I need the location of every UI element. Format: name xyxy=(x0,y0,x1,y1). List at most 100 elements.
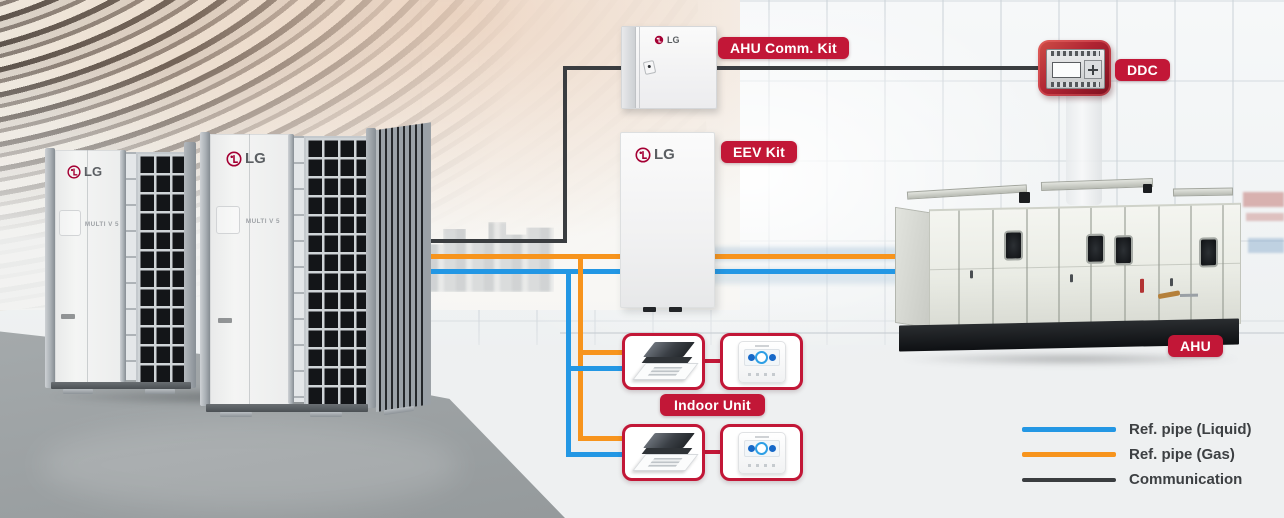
door-lock xyxy=(642,59,657,76)
lg-symbol-icon xyxy=(654,35,664,45)
communication-line-swatch xyxy=(1022,477,1116,482)
controller-dial xyxy=(755,350,768,364)
liquid-pipe-branch-1 xyxy=(566,366,624,371)
outdoor-unit-2: LG MULTI V 5 xyxy=(200,122,431,417)
wall-controller-icon xyxy=(737,340,786,383)
gas-pipe-branch-1 xyxy=(578,350,624,355)
outdoor-unit-panel xyxy=(210,134,290,406)
outdoor-unit-foot xyxy=(63,389,93,394)
controller-keys xyxy=(747,463,776,467)
terminal-strip xyxy=(1051,51,1100,56)
ahu-shadow xyxy=(898,352,1243,366)
cassette-panel xyxy=(631,453,699,471)
door-latch xyxy=(1070,274,1073,283)
terminal-strip xyxy=(1051,82,1100,87)
panel-seam xyxy=(249,134,250,404)
ddc-display xyxy=(1052,62,1081,78)
box-side-face xyxy=(622,27,636,108)
communication-line-to-commkit xyxy=(563,66,625,70)
box-foot xyxy=(643,307,656,312)
ahu-top-rail xyxy=(1172,187,1234,197)
communication-line-riser xyxy=(563,66,567,243)
access-panel xyxy=(216,206,240,234)
liquid-line-swatch xyxy=(1022,427,1116,432)
lg-logo-text: LG xyxy=(84,164,103,179)
inspection-window xyxy=(1114,234,1133,266)
communication-line-outdoor xyxy=(425,239,565,243)
controller-speaker xyxy=(754,435,769,438)
ahu-top-rail xyxy=(906,184,1028,200)
outdoor-unit-frame xyxy=(200,132,210,406)
ahu-comm-kit-box: LG xyxy=(621,26,717,109)
controller-screen xyxy=(743,348,780,366)
ahu-corner-cap xyxy=(1143,184,1152,193)
outdoor-unit-frame xyxy=(366,128,376,408)
remote-controller-card-1 xyxy=(720,333,803,390)
controller-speaker xyxy=(754,344,769,347)
grille-hinge-strip xyxy=(294,136,304,402)
box-door-seam xyxy=(639,27,640,108)
legend-label: Ref. pipe (Liquid) xyxy=(1129,421,1252,438)
background-ground-highlight xyxy=(40,420,460,510)
lg-symbol-icon xyxy=(67,164,81,179)
model-label: MULTI V 5 xyxy=(245,218,280,225)
liquid-pipe-branch-2 xyxy=(566,452,624,457)
legend-label: Ref. pipe (Gas) xyxy=(1129,446,1235,463)
outdoor-unit-frame xyxy=(184,142,196,388)
door-latch xyxy=(970,270,973,279)
model-label: MULTI V 5 xyxy=(84,221,119,228)
inspection-window xyxy=(1086,233,1105,264)
box-foot xyxy=(669,307,682,312)
outdoor-unit-frame xyxy=(288,134,294,404)
gas-pipe-riser xyxy=(578,256,583,441)
ddc-label: DDC xyxy=(1115,59,1170,81)
panel-seam xyxy=(930,262,1240,271)
cassette-grille xyxy=(646,457,683,467)
outdoor-unit-1: LG MULTI V 5 xyxy=(45,142,197,394)
legend: Ref. pipe (Liquid) Ref. pipe (Gas) Commu… xyxy=(1022,417,1251,492)
ceiling-cassette-icon xyxy=(631,432,699,474)
ahu-unit xyxy=(893,176,1245,360)
controller-right-button xyxy=(768,353,776,361)
cassette-top xyxy=(642,432,695,448)
outdoor-unit-frame xyxy=(45,148,55,388)
ahu-corner-cap xyxy=(1019,192,1030,203)
background-red-bench xyxy=(1246,213,1284,221)
valve-handle xyxy=(1140,278,1144,293)
gas-line-swatch xyxy=(1022,452,1116,457)
eev-kit-box: LG xyxy=(620,132,715,312)
lg-logo: LG xyxy=(67,164,102,179)
cassette-mid xyxy=(641,447,692,454)
outdoor-unit-base xyxy=(51,382,191,389)
grille-hinge-strip xyxy=(126,152,136,380)
access-panel xyxy=(59,210,81,236)
rating-label xyxy=(61,314,75,319)
rating-label xyxy=(218,318,232,323)
legend-item-communication: Communication xyxy=(1022,467,1251,492)
outdoor-unit-grille xyxy=(304,136,370,406)
lg-symbol-icon xyxy=(635,146,651,163)
ahu-front-face xyxy=(929,202,1241,331)
lg-logo: LG xyxy=(226,150,266,167)
gas-pipe-branch-2 xyxy=(578,436,624,441)
outdoor-unit-foot xyxy=(310,412,342,417)
cassette-top xyxy=(642,341,695,357)
indoor-unit-label: Indoor Unit xyxy=(660,394,765,416)
brass-valve xyxy=(1157,290,1181,300)
wall-controller-icon xyxy=(737,431,786,474)
ddc-keypad xyxy=(1084,60,1102,79)
lg-logo-text: LG xyxy=(245,150,266,167)
background-red-bench xyxy=(1243,192,1284,207)
lg-logo-text: LG xyxy=(667,35,680,45)
controller-link-1 xyxy=(703,359,722,363)
legend-item-liquid: Ref. pipe (Liquid) xyxy=(1022,417,1251,442)
ahu-top-rail xyxy=(1040,178,1154,191)
arrow-pad-icon xyxy=(1088,64,1098,75)
indoor-unit-cassette-card-1 xyxy=(622,333,705,390)
controller-link-2 xyxy=(703,450,722,454)
ahu-label: AHU xyxy=(1168,335,1223,357)
outdoor-unit-foot xyxy=(220,412,252,417)
outdoor-unit-grille xyxy=(136,152,188,384)
cassette-mid xyxy=(641,356,692,363)
lg-symbol-icon xyxy=(226,150,242,167)
